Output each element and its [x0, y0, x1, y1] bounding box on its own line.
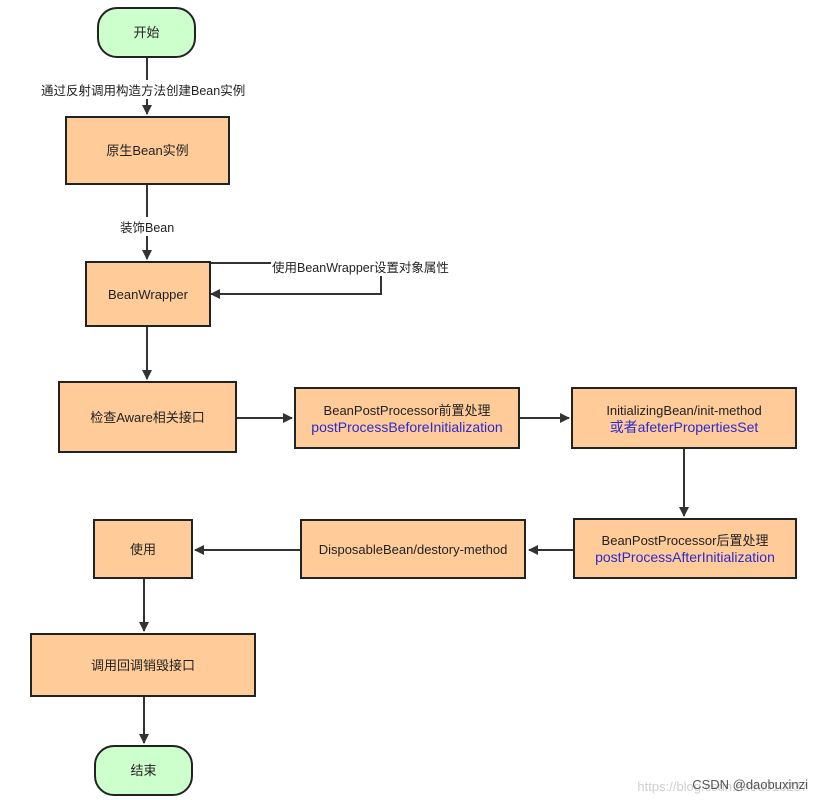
- disposable-label: DisposableBean/destory-method: [318, 541, 508, 557]
- watermark-author-label: CSDN @daobuxinzi: [692, 777, 808, 792]
- bpp-before-label: BeanPostProcessor前置处理: [323, 402, 491, 418]
- init-bean-label: InitializingBean/init-method: [606, 402, 762, 418]
- bean-wrapper-label: BeanWrapper: [108, 286, 188, 302]
- destroy-callback-node: 调用回调销毁接口: [30, 633, 256, 697]
- init-bean-node: InitializingBean/init-method 或者afeterPro…: [571, 387, 797, 449]
- end-label: 结束: [130, 763, 157, 778]
- use-node: 使用: [93, 519, 193, 579]
- edge-label-set-props: 使用BeanWrapper设置对象属性: [271, 257, 450, 276]
- watermark-author: CSDN @daobuxinzi: [692, 777, 808, 792]
- start-label: 开始: [133, 25, 160, 40]
- bpp-before-node: BeanPostProcessor前置处理 postProcessBeforeI…: [294, 387, 520, 449]
- watermark: https://blog.csdn.net/u010237: [637, 779, 808, 794]
- disposable-node: DisposableBean/destory-method: [300, 519, 526, 579]
- raw-bean-node: 原生Bean实例: [65, 116, 230, 185]
- bpp-after-node: BeanPostProcessor后置处理 postProcessAfterIn…: [573, 518, 797, 579]
- use-label: 使用: [129, 541, 156, 557]
- bpp-after-method-label: postProcessAfterInitialization: [595, 549, 775, 565]
- edge-label-reflect-create: 通过反射调用构造方法创建Bean实例: [40, 80, 247, 99]
- check-aware-label: 检查Aware相关接口: [90, 409, 205, 425]
- arrow-wrapper-loop: [147, 262, 382, 299]
- end-node: 结束: [94, 745, 193, 796]
- check-aware-node: 检查Aware相关接口: [58, 381, 237, 453]
- destroy-callback-label: 调用回调销毁接口: [90, 657, 195, 673]
- edge-label-decorate: 装饰Bean: [119, 217, 176, 236]
- raw-bean-label: 原生Bean实例: [106, 143, 189, 158]
- bpp-before-method-label: postProcessBeforeInitialization: [311, 418, 503, 435]
- watermark-url: https://blog.csdn.net/u010237: [637, 779, 808, 794]
- start-node: 开始: [97, 7, 196, 58]
- init-bean-method-label: 或者afeterPropertiesSet: [609, 418, 759, 435]
- bpp-after-label: BeanPostProcessor后置处理: [601, 533, 769, 548]
- bean-wrapper-node: BeanWrapper: [85, 261, 211, 327]
